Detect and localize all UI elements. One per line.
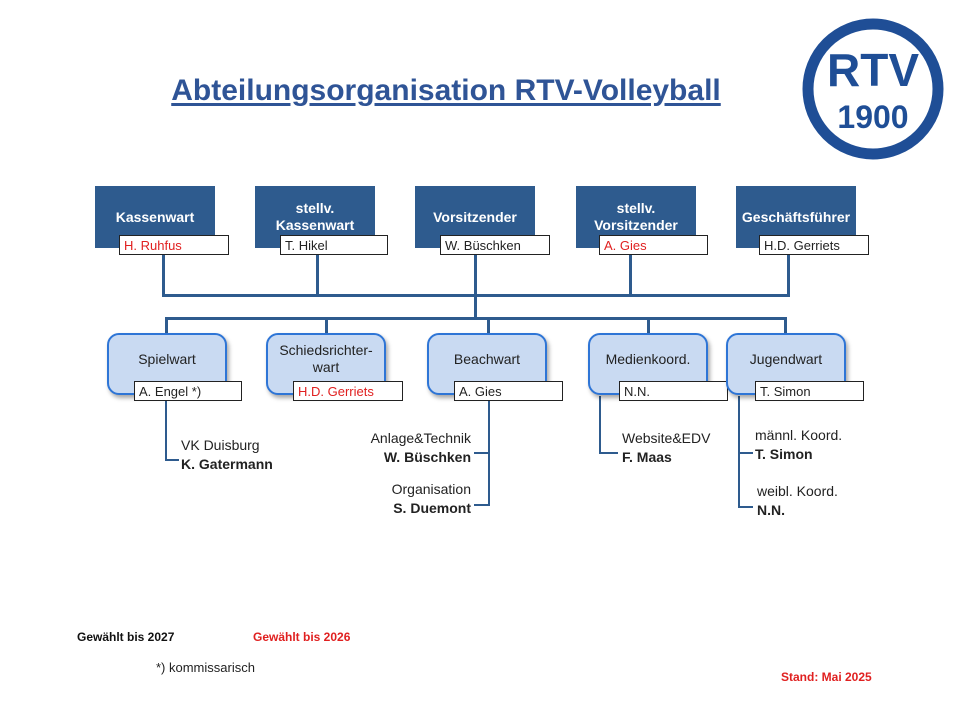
connector-v1 bbox=[162, 255, 165, 296]
board-name-kassenwart: H. Ruhfus bbox=[119, 235, 229, 255]
board-name-vorsitzender: W. Büschken bbox=[440, 235, 550, 255]
sub-role-label: Organisation bbox=[391, 481, 471, 497]
board-name-stellv-kassenwart: T. Hikel bbox=[280, 235, 388, 255]
sub-role-organisation: Organisation S. Duemont bbox=[340, 480, 471, 518]
connector-d2 bbox=[325, 317, 328, 335]
sub-line-beach-h1 bbox=[474, 452, 489, 454]
status-date: Stand: Mai 2025 bbox=[781, 670, 872, 684]
connector-d3 bbox=[487, 317, 490, 335]
svg-text:1900: 1900 bbox=[837, 99, 908, 135]
board-name-stellv-vorsitzender: A. Gies bbox=[599, 235, 708, 255]
sub-role-person: S. Duemont bbox=[393, 500, 471, 516]
sub-line-spielwart-v bbox=[165, 396, 167, 460]
connector-d4 bbox=[647, 317, 650, 335]
board-name-geschaeftsfuehrer: H.D. Gerriets bbox=[759, 235, 869, 255]
board-role-label: Vorsitzender bbox=[433, 208, 517, 225]
dept-name-jugendwart: T. Simon bbox=[755, 381, 864, 401]
sub-line-jugend-h2 bbox=[738, 506, 753, 508]
board-role-label: stellv. Vorsitzender bbox=[594, 200, 678, 233]
sub-line-beach-v bbox=[488, 396, 490, 506]
dept-name-beachwart: A. Gies bbox=[454, 381, 563, 401]
board-role-label: stellv. Kassenwart bbox=[275, 200, 355, 233]
page-title: Abteilungsorganisation RTV-Volleyball bbox=[171, 74, 721, 107]
sub-role-label: Website&EDV bbox=[622, 430, 711, 446]
sub-role-website-edv: Website&EDV F. Maas bbox=[622, 429, 710, 467]
dept-role-label: Spielwart bbox=[138, 350, 196, 367]
sub-role-label: Anlage&Technik bbox=[370, 430, 471, 446]
sub-line-beach-h2 bbox=[474, 504, 489, 506]
svg-text:RTV: RTV bbox=[827, 44, 919, 96]
dept-role-label: Beachwart bbox=[453, 350, 521, 367]
sub-role-weibl-koord: weibl. Koord. N.N. bbox=[757, 482, 838, 520]
sub-role-label: VK Duisburg bbox=[181, 437, 260, 453]
legend-elected-2027: Gewählt bis 2027 bbox=[77, 630, 175, 644]
dept-role-label: Jugendwart bbox=[749, 350, 823, 367]
sub-role-maennl-koord: männl. Koord. T. Simon bbox=[755, 426, 842, 464]
legend-elected-2026: Gewählt bis 2026 bbox=[253, 630, 351, 644]
dept-role-label: Medienkoord. bbox=[605, 350, 691, 367]
rtv-logo: RTV 1900 bbox=[802, 18, 944, 160]
sub-line-spielwart-h bbox=[165, 459, 179, 461]
connector-d5 bbox=[784, 317, 787, 335]
dept-name-medienkoord: N.N. bbox=[619, 381, 728, 401]
sub-role-person: W. Büschken bbox=[383, 449, 471, 465]
connector-v4 bbox=[629, 255, 632, 296]
sub-role-vk-duisburg: VK Duisburg K. Gatermann bbox=[181, 436, 273, 474]
sub-role-person: K. Gatermann bbox=[181, 456, 273, 472]
sub-line-medien-h bbox=[599, 452, 618, 454]
sub-role-person: T. Simon bbox=[755, 446, 813, 462]
dept-name-schiedsrichterwart: H.D. Gerriets bbox=[293, 381, 403, 401]
connector-v3 bbox=[474, 255, 477, 318]
dept-name-spielwart: A. Engel *) bbox=[134, 381, 242, 401]
sub-role-person: N.N. bbox=[757, 502, 785, 518]
board-role-label: Geschäftsführer bbox=[741, 208, 851, 225]
connector-d1 bbox=[165, 317, 168, 335]
footnote-kommissarisch: *) kommissarisch bbox=[156, 660, 255, 675]
board-role-label: Kassenwart bbox=[115, 208, 195, 225]
board-box-kassenwart: Kassenwart bbox=[95, 186, 215, 248]
sub-line-jugend-h1 bbox=[738, 452, 753, 454]
connector-v5 bbox=[787, 255, 790, 296]
sub-role-person: F. Maas bbox=[622, 449, 672, 465]
sub-role-label: männl. Koord. bbox=[755, 427, 843, 443]
dept-role-label: Schiedsrichter-wart bbox=[279, 342, 373, 375]
sub-role-anlage-technik: Anlage&Technik W. Büschken bbox=[340, 429, 471, 467]
connector-mid-bar bbox=[165, 317, 787, 320]
connector-v2 bbox=[316, 255, 319, 296]
sub-role-label: weibl. Koord. bbox=[757, 483, 838, 499]
sub-line-medien-v bbox=[599, 396, 601, 453]
